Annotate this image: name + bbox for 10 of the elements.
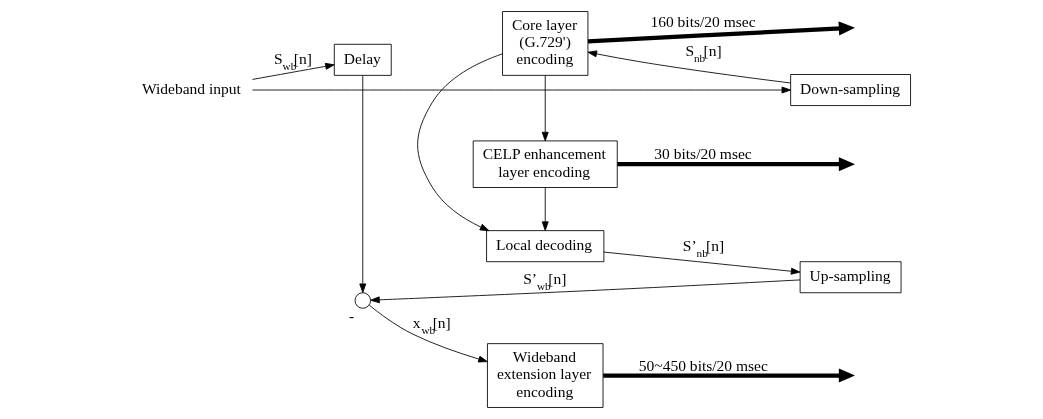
edge-label: S’$_{wb}$[n] [523,269,567,292]
edge-label: S’$_{nb}$[n] [682,236,725,259]
edge-label: S$_{nb}$[n] [685,41,722,64]
edge-label: S$_{wb}$[n] [273,49,312,72]
edge-label: 30 bits/20 msec [654,145,752,163]
node-label: - [348,306,355,324]
edge-label: 50~450 bits/20 msec [638,356,768,374]
edge-label: x$_{wb}$[n] [412,314,451,337]
edge-label: 160 bits/20 msec [650,13,756,31]
node-text: Wideband input [141,79,241,97]
